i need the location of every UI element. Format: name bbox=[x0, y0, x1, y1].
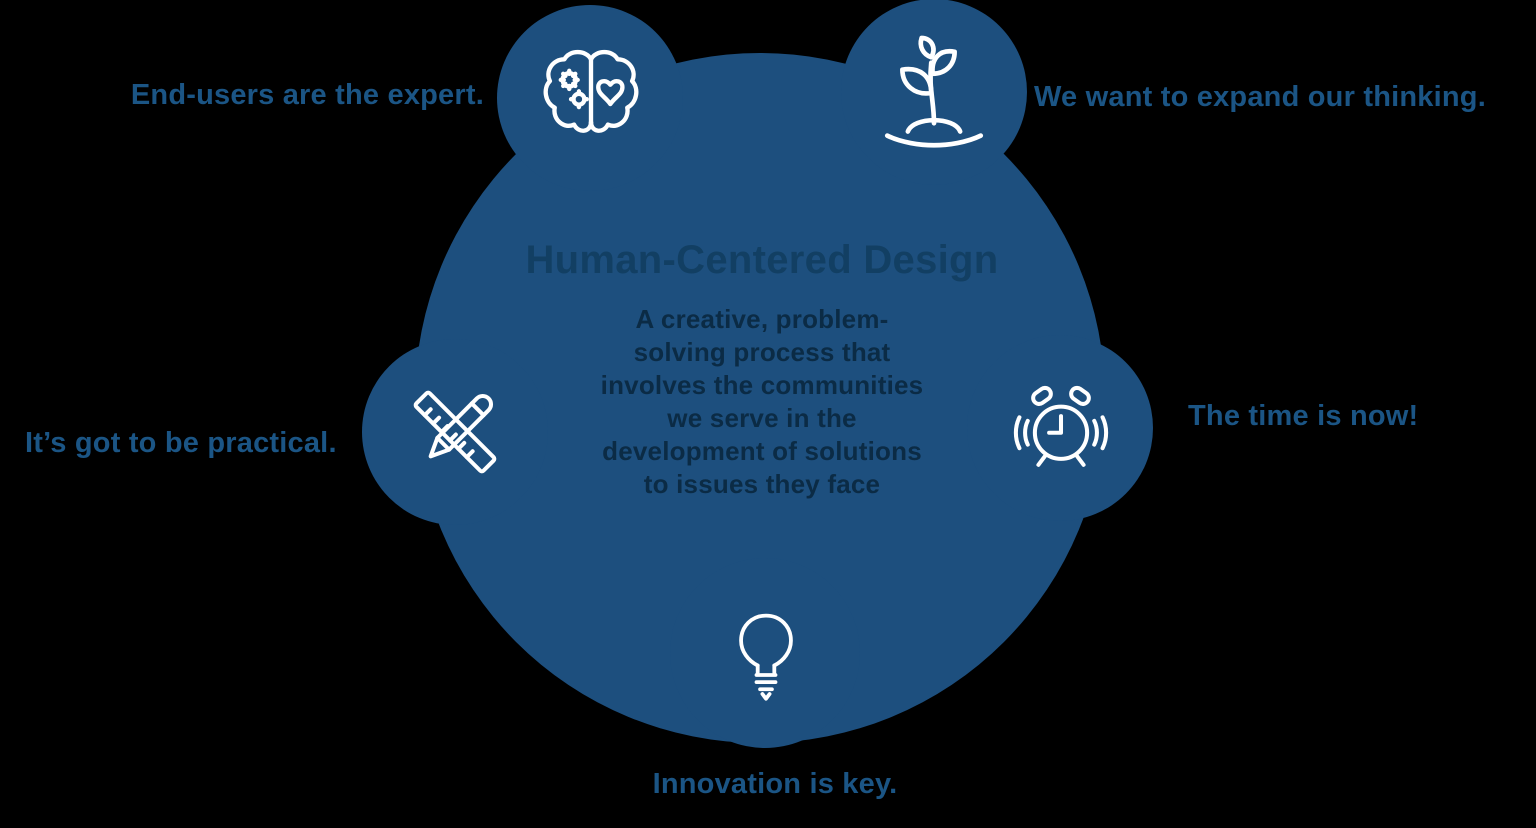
alarm-clock-icon bbox=[1003, 371, 1119, 485]
blob-bump-left bbox=[362, 339, 548, 525]
pencil-and-ruler-icon bbox=[398, 375, 512, 489]
blob-bump-bottom bbox=[670, 558, 860, 748]
label-innovation: Innovation is key. bbox=[652, 768, 898, 800]
lightbulb-icon bbox=[709, 595, 823, 717]
label-expand-thinking: We want to expand our thinking. bbox=[1034, 81, 1486, 113]
blob-bump-top-right bbox=[841, 0, 1027, 185]
label-practical: It’s got to be practical. bbox=[25, 427, 337, 459]
label-end-users: End-users are the expert. bbox=[130, 79, 484, 111]
brain-gears-heart-icon bbox=[533, 40, 649, 156]
diagram-title: Human-Centered Design bbox=[525, 238, 999, 282]
diagram-description: A creative, problem- solving process tha… bbox=[600, 304, 924, 499]
sprouting-plant-icon bbox=[868, 25, 1000, 161]
label-time-is-now: The time is now! bbox=[1188, 400, 1419, 432]
